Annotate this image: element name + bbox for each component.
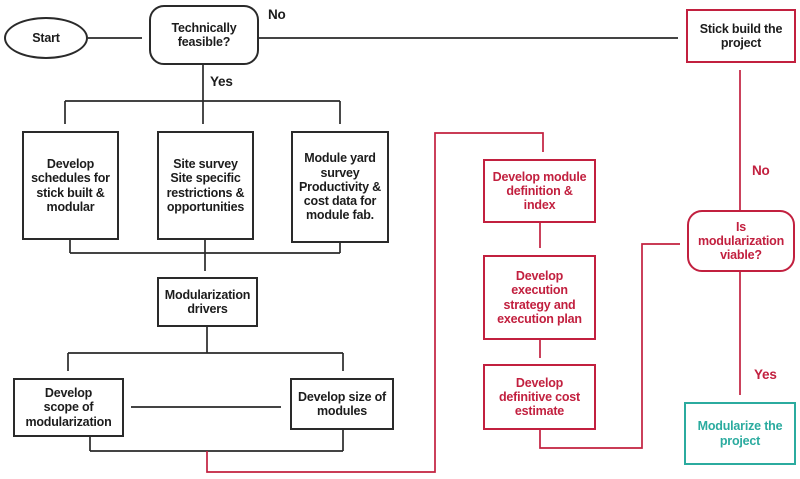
node-stick-build-project: Stick build the project xyxy=(686,9,796,63)
node-develop-scope: Develop scope of modularization xyxy=(13,378,124,437)
node-technically-feasible: Technically feasible? xyxy=(149,5,259,65)
node-modularization-drivers: Modularization drivers xyxy=(157,277,258,327)
node-develop-size: Develop size of modules xyxy=(290,378,394,430)
connector-estimate-to-viable xyxy=(539,243,680,449)
node-is-modularization-viable: Is modularization viable? xyxy=(687,210,795,272)
connector-yes-branch-rail xyxy=(65,65,340,102)
node-execution-strategy: Develop execution strategy and execution… xyxy=(483,255,596,340)
node-module-definition: Develop module definition & index xyxy=(483,159,596,223)
connector-drivers-split-rail xyxy=(68,327,343,354)
label-yes-viable: Yes xyxy=(752,367,779,382)
label-no-feasible: No xyxy=(266,7,288,22)
label-no-viable: No xyxy=(750,163,772,178)
node-site-survey: Site survey Site specific restrictions &… xyxy=(157,131,254,240)
node-module-yard-survey: Module yard survey Productivity & cost d… xyxy=(291,131,389,243)
node-cost-estimate: Develop definitive cost estimate xyxy=(483,364,596,430)
node-start: Start xyxy=(4,17,88,59)
node-develop-schedules: Develop schedules for stick built & modu… xyxy=(22,131,119,240)
connector-surveys-merge-rail xyxy=(69,240,341,254)
node-modularize-project: Modularize the project xyxy=(684,402,796,465)
connector-scope-size-merge-rail xyxy=(89,430,344,452)
connector-merge-to-module-definition xyxy=(206,132,544,473)
label-yes-feasible: Yes xyxy=(208,74,235,89)
